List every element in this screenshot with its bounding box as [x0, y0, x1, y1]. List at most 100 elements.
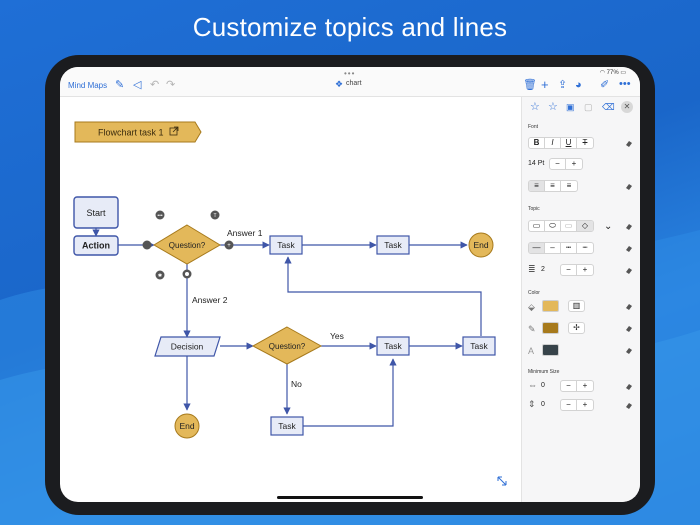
flowchart-canvas[interactable]: Flowchart task 1 Start Action Question? …	[60, 97, 521, 502]
align-left-icon[interactable]: ≡	[529, 181, 545, 191]
end-bottom-topic[interactable]	[174, 413, 200, 439]
edit-icon[interactable]: ✎	[115, 79, 125, 91]
font-size-decrease[interactable]: −	[550, 159, 566, 169]
shape-diamond-icon[interactable]: ◇	[577, 221, 593, 231]
color-picker-icon[interactable]: ✢	[568, 322, 585, 334]
add-icon[interactable]: +	[541, 77, 549, 92]
font-section-label: Font	[528, 124, 539, 130]
dropbox-icon: ❖	[335, 79, 344, 89]
connector-loop-back[interactable]	[284, 256, 482, 336]
task-top2-topic[interactable]	[376, 235, 410, 255]
question1-text: Question?	[169, 241, 206, 250]
line-dotted-icon[interactable]: ┉	[582, 243, 588, 252]
min-size-section-label: Minimum Size	[528, 369, 560, 375]
navigate-icon[interactable]: ◁	[133, 79, 142, 91]
multitask-grabber[interactable]: •••	[344, 69, 356, 78]
style-paste-icon[interactable]: ▢	[584, 102, 593, 112]
italic-button[interactable]: I	[545, 138, 561, 148]
eraser-icon[interactable]	[625, 223, 633, 230]
answer1-label[interactable]: Answer 1	[227, 228, 263, 238]
min-width-stepper[interactable]: − +	[560, 380, 594, 392]
more-icon[interactable]: •••	[619, 78, 631, 90]
style-copy-icon[interactable]: ▣	[566, 102, 575, 112]
no-label[interactable]: No	[291, 379, 302, 389]
question2-decision[interactable]	[251, 326, 323, 365]
banner-text: Flowchart task 1	[98, 128, 164, 138]
redo-icon[interactable]: ↷	[166, 79, 176, 91]
align-center-icon[interactable]: ≡	[545, 181, 561, 191]
star-outline-icon[interactable]: ☆	[530, 101, 540, 113]
shape-rounded-icon[interactable]: ⬭	[545, 221, 561, 231]
headline: Customize topics and lines	[192, 12, 508, 42]
star-add-icon[interactable]: ☆	[548, 101, 558, 113]
align-right-icon[interactable]: ≡	[566, 181, 572, 190]
line-thin-icon[interactable]: –	[545, 243, 561, 253]
action-topic[interactable]	[73, 235, 119, 256]
mind-maps-back-button[interactable]: Mind Maps	[68, 81, 108, 90]
eraser-icon[interactable]	[625, 325, 633, 332]
fullscreen-icon[interactable]	[497, 476, 507, 486]
eraser-icon[interactable]	[625, 402, 633, 409]
min-height-increase[interactable]: +	[582, 400, 588, 409]
font-size-stepper[interactable]: − +	[549, 158, 583, 170]
topic-shape-segment[interactable]: ▭ ⬭ ▭ ◇	[528, 220, 594, 232]
external-link-icon[interactable]	[169, 126, 179, 136]
eraser-icon[interactable]	[625, 267, 633, 274]
min-height-stepper[interactable]: − +	[560, 399, 594, 411]
start-topic[interactable]	[73, 196, 119, 229]
strike-button[interactable]: T	[582, 138, 588, 147]
eraser-icon[interactable]	[625, 183, 633, 190]
eraser-icon[interactable]	[625, 140, 633, 147]
undo-icon[interactable]: ↶	[150, 79, 160, 91]
underline-button[interactable]: U	[561, 138, 577, 148]
line-width-value: 2	[541, 266, 545, 273]
line-width-decrease[interactable]: −	[561, 265, 577, 275]
line-width-increase[interactable]: +	[582, 265, 588, 274]
alignment-segment[interactable]: ≡ ≡ ≡	[528, 180, 578, 192]
close-panel-icon[interactable]: ✕	[621, 101, 633, 113]
line-style-segment[interactable]: — – ┅ ┉	[528, 242, 594, 254]
connector-task-up[interactable]	[302, 358, 397, 427]
border-color-swatch[interactable]	[542, 322, 559, 334]
answer2-label[interactable]: Answer 2	[192, 295, 228, 305]
eraser-icon[interactable]	[625, 383, 633, 390]
shape-rect-icon[interactable]: ▭	[529, 221, 545, 231]
min-width-decrease[interactable]: −	[561, 381, 577, 391]
eraser-icon[interactable]	[625, 303, 633, 310]
min-width-increase[interactable]: +	[582, 381, 588, 390]
svg-text:T: T	[213, 213, 216, 219]
eraser-icon[interactable]	[625, 245, 633, 252]
decision-topic[interactable]	[154, 336, 221, 357]
font-size-increase[interactable]: +	[571, 159, 577, 168]
task-top1-topic[interactable]	[269, 235, 303, 255]
selection-handles[interactable]: ••• T + ✱	[142, 210, 234, 280]
task-right-topic[interactable]	[462, 336, 496, 356]
fill-color-swatch[interactable]	[542, 300, 559, 312]
bold-button[interactable]: B	[529, 138, 545, 148]
task-top2-text: Task	[384, 240, 402, 250]
top-toolbar: ••• ◠ 77% ▭ Mind Maps ✎ ◁ ↶ ↷ ❖ chart 🗑 …	[60, 67, 640, 97]
eraser-icon[interactable]	[625, 347, 633, 354]
line-width-stepper[interactable]: − +	[560, 264, 594, 276]
battery-text: 77%	[606, 70, 619, 76]
format-brush-icon[interactable]: ✐	[600, 79, 610, 91]
trash-icon[interactable]: 🗑	[523, 79, 537, 91]
palette-icon[interactable]: ◕	[575, 79, 582, 91]
shape-square-icon[interactable]: ▭	[561, 221, 577, 231]
task-mid-topic[interactable]	[376, 336, 410, 356]
end-top-topic[interactable]	[468, 232, 494, 258]
font-style-segment[interactable]: B I U T	[528, 137, 594, 149]
share-icon[interactable]: ⇪	[558, 79, 568, 91]
banner-shape[interactable]	[74, 121, 202, 143]
home-indicator[interactable]	[277, 496, 423, 499]
gradient-icon[interactable]: ▥	[568, 300, 585, 312]
yes-label[interactable]: Yes	[330, 331, 344, 341]
line-dashed-icon[interactable]: ┅	[561, 243, 577, 253]
min-height-decrease[interactable]: −	[561, 400, 577, 410]
question1-decision[interactable]	[153, 224, 221, 265]
clear-style-icon[interactable]: ⌫	[602, 102, 615, 112]
text-color-swatch[interactable]	[542, 344, 559, 356]
line-solid-icon[interactable]: —	[529, 243, 545, 253]
task-bottom-topic[interactable]	[270, 416, 304, 436]
shape-more-icon[interactable]: ⌄	[604, 221, 613, 232]
